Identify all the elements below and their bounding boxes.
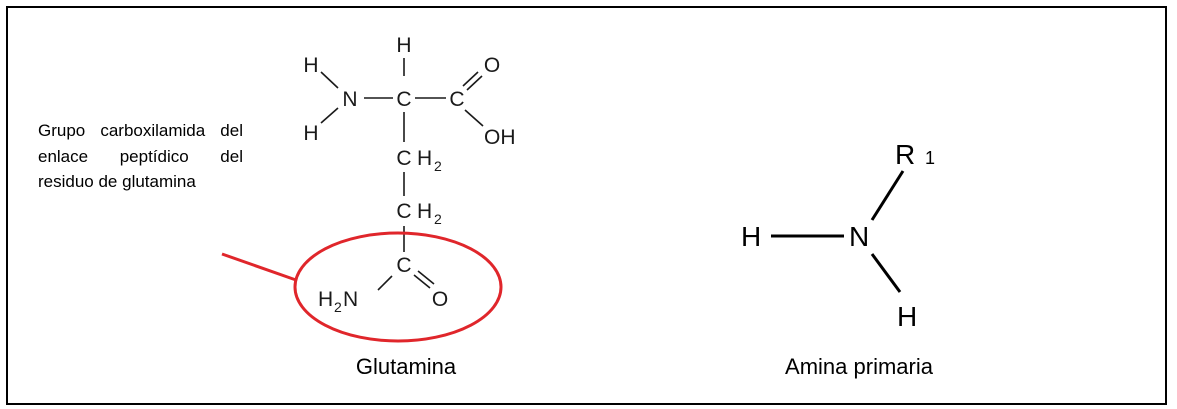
callout-line: [221, 252, 297, 282]
atom-h-bottom: H: [897, 301, 917, 332]
diagram-frame: [6, 6, 1167, 405]
atom-r: R: [895, 139, 915, 170]
atom-sub-gamma: 2: [434, 211, 442, 227]
bond-camide-o-1: [413, 274, 431, 289]
atom-h-lower-left: H: [303, 122, 318, 145]
atom-h-beta: H: [417, 147, 432, 170]
bond-n-h-lower: [320, 107, 339, 124]
atom-h-left: H: [741, 221, 761, 252]
atom-sub-amide: 2: [334, 299, 342, 315]
atom-n: N: [849, 221, 869, 252]
atom-c-gamma: C: [396, 200, 411, 223]
atom-c-alpha: C: [396, 88, 411, 111]
atom-n-amino: N: [342, 88, 357, 111]
primary-amine-caption: Amina primaria: [785, 354, 934, 379]
atom-r-sub: 1: [925, 148, 935, 168]
primary-amine-structure: R 1 H N H: [741, 139, 935, 332]
bond-n-r: [870, 170, 905, 221]
atom-c-carboxyl: C: [449, 88, 464, 111]
bond-carboxyl-o-2: [466, 75, 483, 91]
bond-camide-o-2: [417, 270, 435, 285]
atom-o-amide: O: [432, 288, 448, 311]
atom-o-double: O: [484, 54, 500, 77]
glutamine-caption: Glutamina: [356, 354, 457, 379]
glutamine-structure: H H N H C C O OH C H 2 C H 2 C H 2 N O: [303, 34, 515, 315]
atom-c-amide: C: [396, 254, 411, 277]
amide-highlight-ellipse: [293, 231, 503, 343]
bond-carboxyl-oh: [464, 109, 484, 127]
atom-h-gamma: H: [417, 200, 432, 223]
atom-oh: OH: [484, 126, 516, 149]
bond-camide-n: [377, 275, 393, 291]
bond-n-h-upper: [320, 71, 339, 89]
bond-n-h-bottom: [870, 253, 902, 293]
atom-c-beta: C: [396, 147, 411, 170]
atom-h-amide: H: [318, 288, 333, 311]
atom-n-amide: N: [343, 288, 358, 311]
atom-sub-beta: 2: [434, 158, 442, 174]
atom-h-upper-left: H: [303, 54, 318, 77]
annotation-text: Grupo carboxilamida del enlace peptídico…: [38, 121, 243, 191]
bond-carboxyl-o-1: [462, 71, 479, 87]
atom-h-top: H: [396, 34, 411, 57]
